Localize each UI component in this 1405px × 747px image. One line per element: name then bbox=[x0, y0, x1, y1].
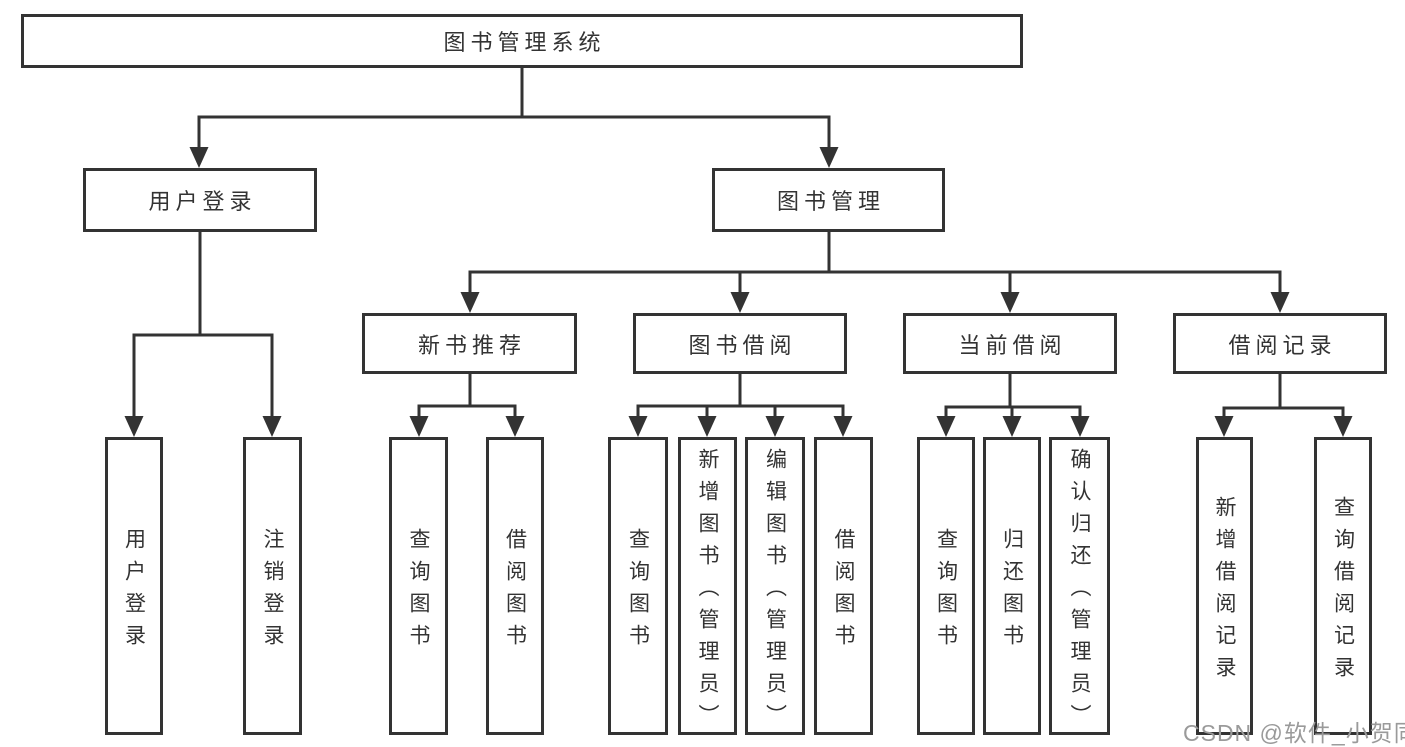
leaf-newbook-borrow-books-label: 借阅图书 bbox=[503, 527, 527, 656]
csdn-watermark: CSDN @软件_小贺同学 bbox=[1183, 720, 1405, 746]
node-current-borrowing: 当前借阅 bbox=[903, 313, 1117, 374]
node-current-borrowing-label: 当前借阅 bbox=[958, 332, 1067, 358]
node-book-borrowing: 图书借阅 bbox=[633, 313, 847, 374]
node-book-management: 图书管理 bbox=[712, 168, 945, 232]
leaf-user-login: 用户登录 bbox=[105, 437, 163, 735]
leaf-current-query-books-label: 查询图书 bbox=[934, 527, 958, 656]
node-book-borrowing-label: 图书借阅 bbox=[688, 332, 797, 358]
leaf-newbook-query-books-label: 查询图书 bbox=[407, 527, 430, 656]
leaf-records-query-record: 查询借阅记录 bbox=[1314, 437, 1372, 735]
connector-newbook-to-leaves bbox=[409, 374, 525, 437]
node-book-management-label: 图书管理 bbox=[776, 189, 885, 214]
leaf-logout-label: 注销登录 bbox=[261, 527, 284, 656]
leaf-borrow-edit-books-admin: 编辑图书（管理员） bbox=[745, 437, 805, 736]
leaf-records-add-record-label: 新增借阅记录 bbox=[1213, 495, 1236, 688]
leaf-borrow-add-books-admin: 新增图书（管理员） bbox=[678, 437, 737, 736]
connector-userlogin-to-leaves bbox=[124, 232, 282, 437]
leaf-current-confirm-return-admin-label: 确认归还（管理员） bbox=[1068, 447, 1091, 736]
leaf-records-add-record: 新增借阅记录 bbox=[1196, 437, 1253, 735]
leaf-current-return-books: 归还图书 bbox=[983, 437, 1041, 735]
leaf-newbook-borrow-books: 借阅图书 bbox=[486, 437, 544, 735]
connector-bookmgmt-to-level2 bbox=[460, 232, 1290, 313]
leaf-borrow-borrow-books-label: 借阅图书 bbox=[832, 527, 855, 656]
connector-current-to-leaves bbox=[936, 374, 1090, 437]
leaf-borrow-add-books-admin-label: 新增图书（管理员） bbox=[696, 447, 719, 736]
connector-root-to-level1 bbox=[189, 68, 839, 168]
leaf-user-login-label: 用户登录 bbox=[122, 527, 146, 656]
node-borrowing-records: 借阅记录 bbox=[1173, 313, 1387, 374]
leaf-current-query-books: 查询图书 bbox=[917, 437, 975, 735]
node-user-login: 用户登录 bbox=[83, 168, 317, 232]
node-user-login-label: 用户登录 bbox=[148, 189, 257, 214]
leaf-borrow-borrow-books: 借阅图书 bbox=[814, 437, 873, 735]
node-new-book-recommendation: 新书推荐 bbox=[362, 313, 577, 374]
leaf-records-query-record-label: 查询借阅记录 bbox=[1331, 495, 1355, 688]
connector-records-to-leaves bbox=[1214, 374, 1353, 437]
leaf-borrow-query-books-label: 查询图书 bbox=[626, 527, 650, 656]
leaf-borrow-edit-books-admin-label: 编辑图书（管理员） bbox=[763, 447, 787, 736]
leaf-current-confirm-return-admin: 确认归还（管理员） bbox=[1049, 437, 1110, 736]
leaf-newbook-query-books: 查询图书 bbox=[389, 437, 448, 735]
leaf-borrow-query-books: 查询图书 bbox=[608, 437, 668, 735]
leaf-current-return-books-label: 归还图书 bbox=[1000, 527, 1024, 656]
node-library-system-label: 图书管理系统 bbox=[443, 30, 606, 55]
connector-borrow-to-leaves bbox=[628, 374, 853, 437]
node-new-book-recommendation-label: 新书推荐 bbox=[417, 332, 526, 358]
node-borrowing-records-label: 借阅记录 bbox=[1228, 332, 1337, 358]
leaf-logout: 注销登录 bbox=[243, 437, 302, 735]
node-library-system: 图书管理系统 bbox=[21, 14, 1023, 68]
